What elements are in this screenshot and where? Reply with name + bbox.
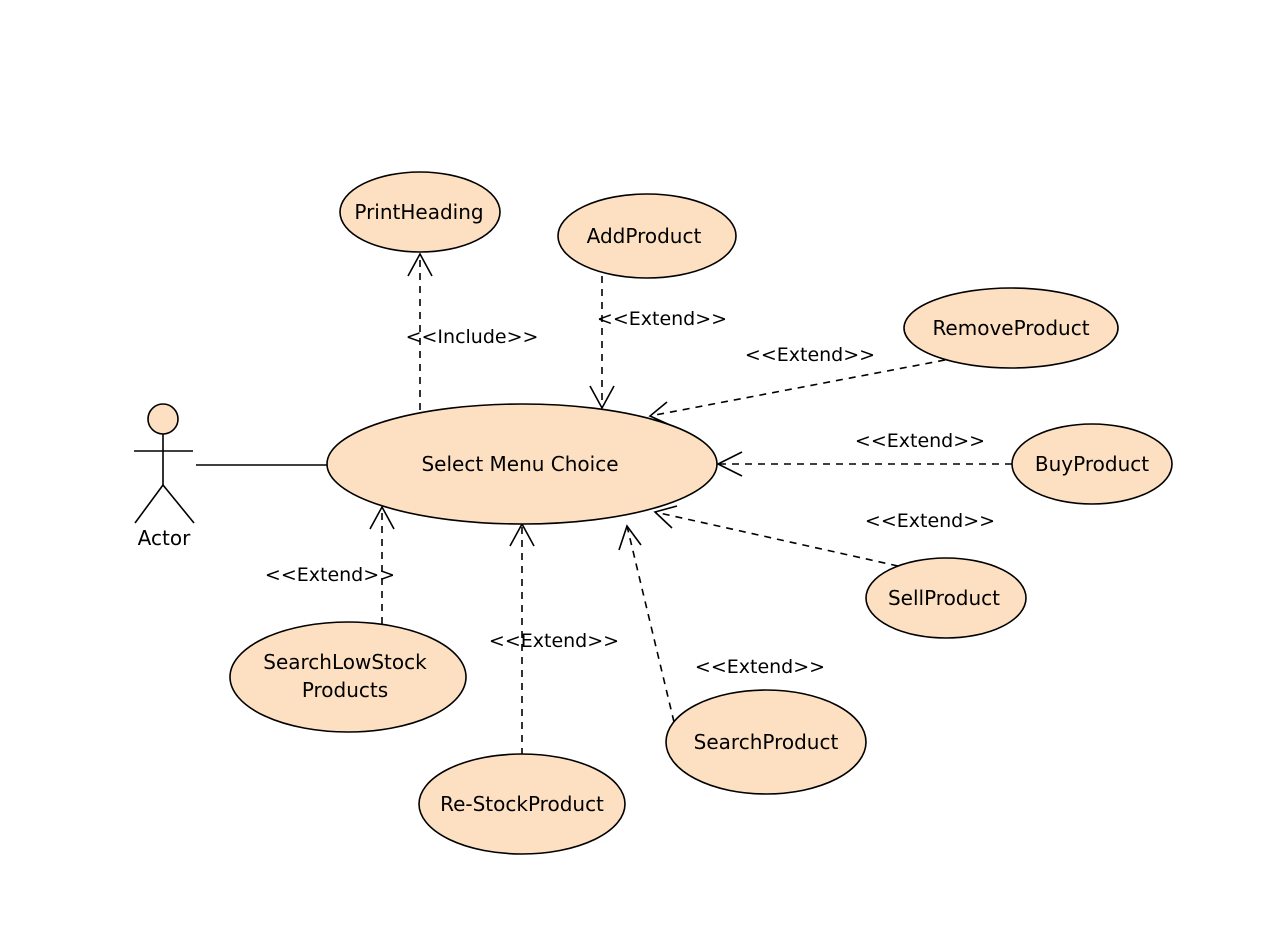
extend-remove-label: <<Extend>> (745, 344, 875, 366)
extend-low-stock-label: <<Extend>> (265, 564, 395, 586)
use-case-ellipse (339, 171, 501, 253)
extend-add-label: <<Extend>> (597, 308, 727, 330)
use-case-ellipse (557, 193, 737, 279)
actor-head (147, 403, 179, 435)
use-case-select-menu-choice[interactable]: Select Menu Choice (326, 403, 718, 525)
use-case-ellipse (665, 689, 867, 795)
use-case-search-low-stock-products[interactable]: SearchLowStock Products (229, 621, 467, 733)
use-case-ellipse (1011, 423, 1173, 505)
use-case-label: SellProduct (888, 586, 1000, 610)
actor-right-leg (162, 484, 195, 524)
use-case-label: RemoveProduct (932, 316, 1089, 340)
extend-add-arrowhead (589, 385, 615, 410)
use-case-ellipse (865, 557, 1027, 639)
use-case-label: Select Menu Choice (421, 452, 618, 476)
extend-search-arrowhead (618, 524, 642, 551)
use-case-ellipse (418, 753, 626, 855)
use-case-search-product[interactable]: SearchProduct (665, 689, 867, 795)
extend-sell-label: <<Extend>> (865, 510, 995, 532)
include-arrowhead (407, 252, 433, 277)
extend-remove-line (649, 359, 946, 417)
actor[interactable]: Actor (134, 403, 195, 550)
use-case-label-line-1: SearchLowStock (263, 650, 427, 674)
extend-sell-line (654, 511, 899, 567)
extend-buy-arrowhead (716, 451, 743, 477)
use-case-label-line-2: Products (302, 678, 388, 702)
use-case-buy-product[interactable]: BuyProduct (1011, 423, 1173, 505)
use-case-add-product[interactable]: AddProduct (557, 193, 737, 279)
use-case-ellipse (326, 403, 718, 525)
use-case-restock-product[interactable]: Re-StockProduct (418, 753, 626, 855)
relationship-labels: <<Include>> <<Extend>> <<Extend>> <<Exte… (265, 308, 995, 678)
use-case-print-heading[interactable]: PrintHeading (339, 171, 501, 253)
use-case-sell-product[interactable]: SellProduct (865, 557, 1027, 639)
extend-search-label: <<Extend>> (695, 656, 825, 678)
use-case-remove-product[interactable]: RemoveProduct (903, 287, 1119, 369)
use-case-label: SearchProduct (694, 730, 839, 754)
relationship-lines (369, 252, 1012, 755)
extend-search-line (626, 525, 675, 723)
extend-low-stock-arrowhead (369, 505, 395, 530)
use-case-label: Re-StockProduct (440, 792, 604, 816)
use-case-label: PrintHeading (354, 200, 483, 224)
include-label: <<Include>> (406, 326, 539, 348)
extend-buy-label: <<Extend>> (855, 430, 985, 452)
use-case-ellipse (903, 287, 1119, 369)
actor-label: Actor (138, 526, 191, 550)
actor-left-leg (134, 484, 164, 524)
use-case-ellipse (229, 621, 467, 733)
use-case-label: BuyProduct (1035, 452, 1149, 476)
use-case-label: AddProduct (587, 224, 702, 248)
extend-restock-label: <<Extend>> (489, 630, 619, 652)
extend-sell-arrowhead (653, 505, 678, 529)
